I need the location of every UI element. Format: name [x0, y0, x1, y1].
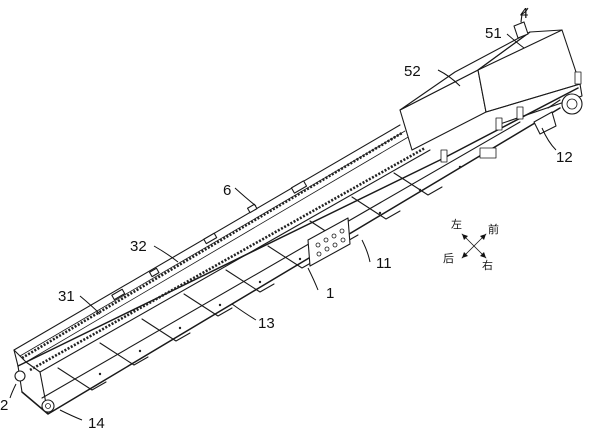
direction-right-label: 右	[482, 258, 493, 272]
ref-number-4: 4	[520, 5, 528, 22]
panel-hole	[418, 188, 422, 192]
ref-number-2: 2	[0, 397, 8, 414]
conveyor-slat	[99, 342, 149, 366]
direction-indicator: 左 前 后 右	[443, 218, 499, 272]
reference-numbers: 4 51 52 12 6 32 31 11 1 13 14 2	[0, 5, 573, 432]
panel-hole	[298, 257, 302, 261]
conveyor-slat	[183, 293, 233, 317]
panel-hole	[458, 165, 462, 169]
ref-number-52: 52	[404, 63, 421, 80]
panel-hole	[258, 280, 262, 284]
ref-number-11: 11	[376, 255, 392, 272]
rail-mounting-blocks	[111, 180, 308, 301]
ref-number-13: 13	[258, 315, 275, 332]
direction-front-label: 前	[488, 222, 499, 236]
ref-number-32: 32	[130, 238, 147, 255]
panel-hole	[378, 211, 382, 215]
panel-hole	[138, 349, 142, 353]
drive-chain	[21, 131, 426, 372]
direction-left-label: 左	[451, 218, 462, 231]
head-housing	[399, 29, 583, 163]
conveyor-frame	[13, 87, 579, 415]
panel-hole	[98, 372, 102, 376]
conveyor-slat	[57, 367, 107, 391]
conveyor-slat	[393, 172, 443, 196]
conveyor-slat	[351, 196, 401, 220]
panel-hole	[218, 303, 222, 307]
ref-number-1: 1	[326, 285, 334, 302]
control-panel	[307, 217, 351, 267]
conveyor-slats	[57, 172, 443, 391]
ref-number-14: 14	[88, 415, 105, 432]
conveyor-slat	[141, 318, 191, 342]
ref-number-12: 12	[556, 149, 573, 166]
ref-number-51: 51	[485, 25, 502, 42]
ref-number-31: 31	[58, 288, 75, 305]
tail-roller-2	[14, 370, 55, 413]
leader-lines	[9, 7, 557, 421]
drive-motor-12	[533, 93, 583, 135]
ref-number-6: 6	[223, 182, 231, 199]
direction-back-label: 后	[443, 252, 454, 265]
knob-4	[513, 13, 529, 39]
conveyor-slat	[225, 269, 275, 293]
panel-hole	[178, 326, 182, 330]
